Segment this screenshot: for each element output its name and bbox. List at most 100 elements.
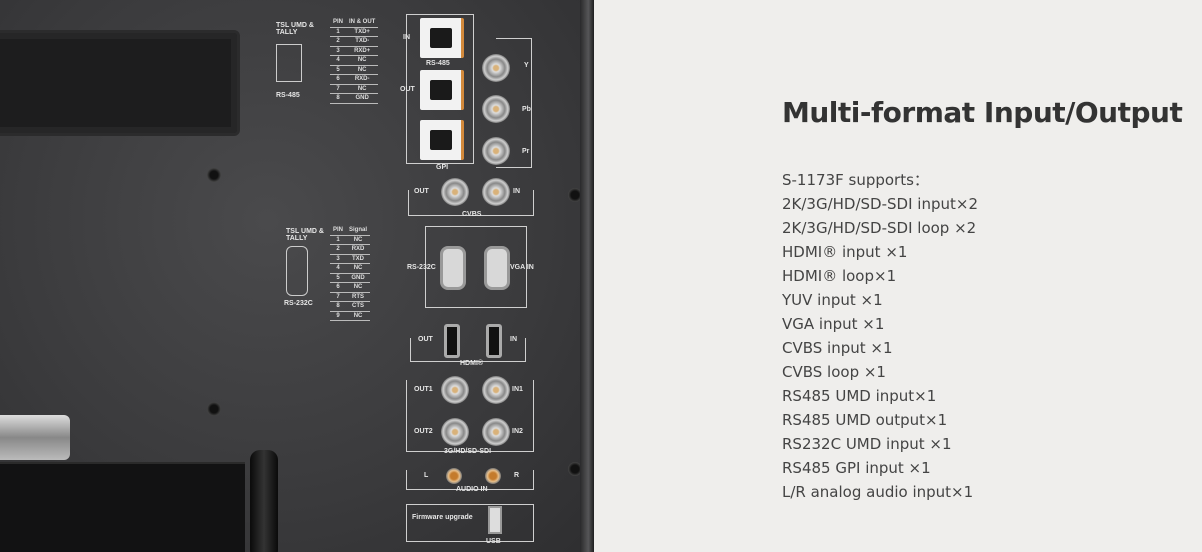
cable-housing <box>0 462 245 552</box>
out-label: OUT <box>400 86 415 93</box>
serial-vga-group <box>425 226 527 308</box>
pin-cell: NC <box>346 55 379 66</box>
rs485-gpi-group <box>406 14 474 164</box>
bnc-cvbs-out <box>441 178 469 206</box>
cvbs-in-label: IN <box>513 188 520 195</box>
rs485-in-port <box>420 18 464 58</box>
pin-cell: GND <box>346 273 371 283</box>
pin-cell: TXD <box>346 254 371 264</box>
feature-item: CVBS loop ×1 <box>782 363 886 381</box>
feature-item: CVBS input ×1 <box>782 339 893 357</box>
pin-cell: TXD+ <box>346 27 379 37</box>
pin-cell: RXD- <box>346 74 379 85</box>
pin-cell: NC <box>346 65 379 75</box>
hdmi-in-port <box>486 324 502 358</box>
pin-cell: 4 <box>330 263 347 274</box>
pr-label: Pr <box>522 148 530 155</box>
sdi-label: 3G/HD/SD-SDI <box>444 448 492 455</box>
out2-label: OUT2 <box>414 428 433 435</box>
pin-cell: NC <box>346 263 371 274</box>
firmware-label: Firmware upgrade <box>412 514 473 521</box>
in1-label: IN1 <box>512 386 523 393</box>
cvbs-label: CVBS <box>462 211 482 218</box>
audio-r-label: R <box>514 472 520 479</box>
db9-diagram <box>286 246 308 296</box>
hdmi-group <box>410 338 526 362</box>
section-title: Multi-format Input/Output <box>782 96 1183 129</box>
pin-cell: 9 <box>330 311 347 321</box>
pin-cell: RXD+ <box>346 46 379 56</box>
hdmi-out-port <box>444 324 460 358</box>
in2-label: IN2 <box>512 428 523 435</box>
pin-cell: 7 <box>330 292 347 302</box>
pin-cell: CTS <box>346 301 371 312</box>
pin-cell: 2 <box>330 36 347 47</box>
bnc-sdi-in1 <box>482 376 510 404</box>
y-label: Y <box>524 62 529 69</box>
audio-in-label: AUDIO IN <box>456 486 488 493</box>
rs485-port-label: RS-485 <box>426 60 450 67</box>
pin-cell: RTS <box>346 292 371 302</box>
rs232c-port-label: RS-232C <box>407 264 436 271</box>
usb-port <box>488 506 502 534</box>
cvbs-group <box>408 190 534 216</box>
sdi-group <box>406 380 534 452</box>
gpi-label: GPI <box>436 164 449 171</box>
rj45-diagram <box>276 44 302 82</box>
hdmi-out-label: OUT <box>418 336 433 343</box>
pin-cell: RXD <box>346 244 371 255</box>
bnc-y <box>482 54 510 82</box>
pin-cell: 5 <box>330 273 347 283</box>
pin-cell: 7 <box>330 84 347 94</box>
audio-l-label: L <box>424 472 429 479</box>
feature-item: RS485 UMD input×1 <box>782 387 937 405</box>
pb-label: Pb <box>522 106 531 113</box>
screw <box>207 402 221 416</box>
xlr-connector <box>0 415 70 460</box>
feature-item: RS232C UMD input ×1 <box>782 435 952 453</box>
bnc-sdi-out1 <box>441 376 469 404</box>
screw <box>568 462 582 476</box>
feature-item: RS485 UMD output×1 <box>782 411 948 429</box>
feature-item: 2K/3G/HD/SD-SDI loop ×2 <box>782 219 977 237</box>
feature-intro: S-1173F supports： <box>782 171 929 189</box>
bnc-pr <box>482 137 510 165</box>
pin-cell: 3 <box>330 46 347 56</box>
pin-cell: TXD- <box>346 36 379 47</box>
pin-cell: 6 <box>330 282 347 293</box>
feature-item: L/R analog audio input×1 <box>782 483 974 501</box>
rs485-out-port <box>420 70 464 110</box>
usb-label: USB <box>486 538 501 545</box>
pin-cell: 2 <box>330 244 347 255</box>
carry-handle <box>0 30 240 136</box>
out1-label: OUT1 <box>414 386 433 393</box>
audio-l-jack <box>446 468 462 484</box>
pin-cell: NC <box>346 235 371 245</box>
bnc-sdi-out2 <box>441 418 469 446</box>
pin-cell: 4 <box>330 55 347 66</box>
feature-item: HDMI® loop×1 <box>782 267 897 285</box>
rs232c-port <box>440 246 466 290</box>
vga-in-label: VGA IN <box>510 264 534 271</box>
feature-item: 2K/3G/HD/SD-SDI input×2 <box>782 195 978 213</box>
pin-cell: 3 <box>330 254 347 264</box>
pin-cell: 6 <box>330 74 347 85</box>
rs485-label: RS-485 <box>276 92 300 99</box>
hdmi-in-label: IN <box>510 336 517 343</box>
chassis-edge <box>580 0 594 552</box>
yuv-group <box>496 38 532 168</box>
